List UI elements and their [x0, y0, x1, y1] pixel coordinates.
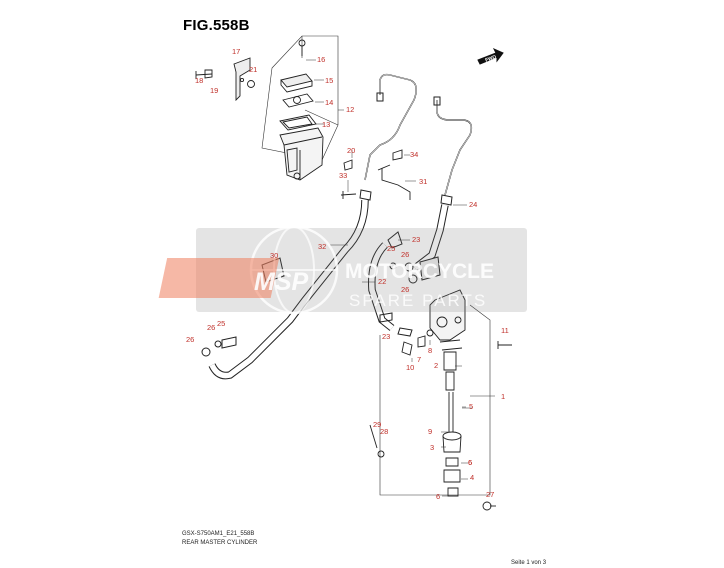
callout-12: 12 [346, 105, 354, 114]
page-info: Seite 1 von 3 [511, 560, 547, 566]
callout-3: 3 [430, 443, 434, 452]
callout-22: 22 [378, 277, 386, 286]
callout-25: 25 [217, 319, 225, 328]
callout-34: 34 [410, 150, 418, 159]
callout-26: 26 [207, 323, 215, 332]
callout-6: 6 [468, 458, 472, 467]
callout-4: 4 [470, 473, 474, 482]
callout-11: 11 [501, 326, 509, 335]
fwd-label: FWD [484, 54, 497, 64]
callout-20: 20 [347, 146, 355, 155]
callout-17: 17 [232, 47, 240, 56]
callout-13: 13 [322, 120, 330, 129]
callout-6: 6 [436, 492, 440, 501]
figure-title: FIG.558B [183, 17, 250, 34]
callout-7: 7 [417, 355, 421, 364]
rubber-hoses [201, 199, 449, 380]
fwd-arrow-icon: FWD [477, 47, 504, 65]
callout-26: 26 [186, 335, 194, 344]
callout-19: 19 [210, 86, 218, 95]
callout-32: 32 [318, 242, 326, 251]
callout-28: 28 [380, 427, 388, 436]
callout-15: 15 [325, 76, 333, 85]
watermark-logo-badge [158, 258, 280, 298]
callout-18: 18 [195, 76, 203, 85]
callout-9: 9 [428, 427, 432, 436]
callout-27: 27 [486, 490, 494, 499]
watermark-line1: MOTORCYCLE [345, 260, 494, 283]
callout-26: 26 [401, 250, 409, 259]
figure-subtitle: REAR MASTER CYLINDER [182, 540, 258, 546]
callout-5: 5 [469, 402, 473, 411]
callout-31: 31 [419, 177, 427, 186]
callout-8: 8 [428, 346, 432, 355]
callout-24: 24 [469, 200, 477, 209]
callout-25: 25 [387, 244, 395, 253]
bracket-31 [377, 149, 411, 200]
figure-code: GSX-S750AM1_E21_558B [182, 531, 255, 537]
callout-6: 6 [468, 458, 472, 467]
callout-21: 21 [249, 65, 257, 74]
callout-30: 30 [270, 251, 278, 260]
callout-2: 2 [434, 361, 438, 370]
callout-26: 26 [401, 285, 409, 294]
callout-16: 16 [317, 55, 325, 64]
callout-numbers: 1234566678910111213141516171819202122232… [186, 47, 509, 501]
watermark-line2: SPARE PARTS [349, 291, 487, 310]
watermark-logo: MSP [254, 268, 309, 296]
watermark: MSP MOTORCYCLE SPARE PARTS [158, 225, 527, 315]
callout-23: 23 [382, 332, 390, 341]
callout-14: 14 [325, 98, 333, 107]
callout-29: 29 [373, 420, 381, 429]
leader-lines [306, 59, 495, 497]
reservoir-assembly [195, 35, 357, 199]
brake-pipes [359, 73, 473, 206]
callout-10: 10 [406, 363, 414, 372]
master-cylinder-assembly [369, 289, 512, 511]
callout-1: 1 [501, 392, 505, 401]
callout-23: 23 [412, 235, 420, 244]
callout-33: 33 [339, 171, 347, 180]
